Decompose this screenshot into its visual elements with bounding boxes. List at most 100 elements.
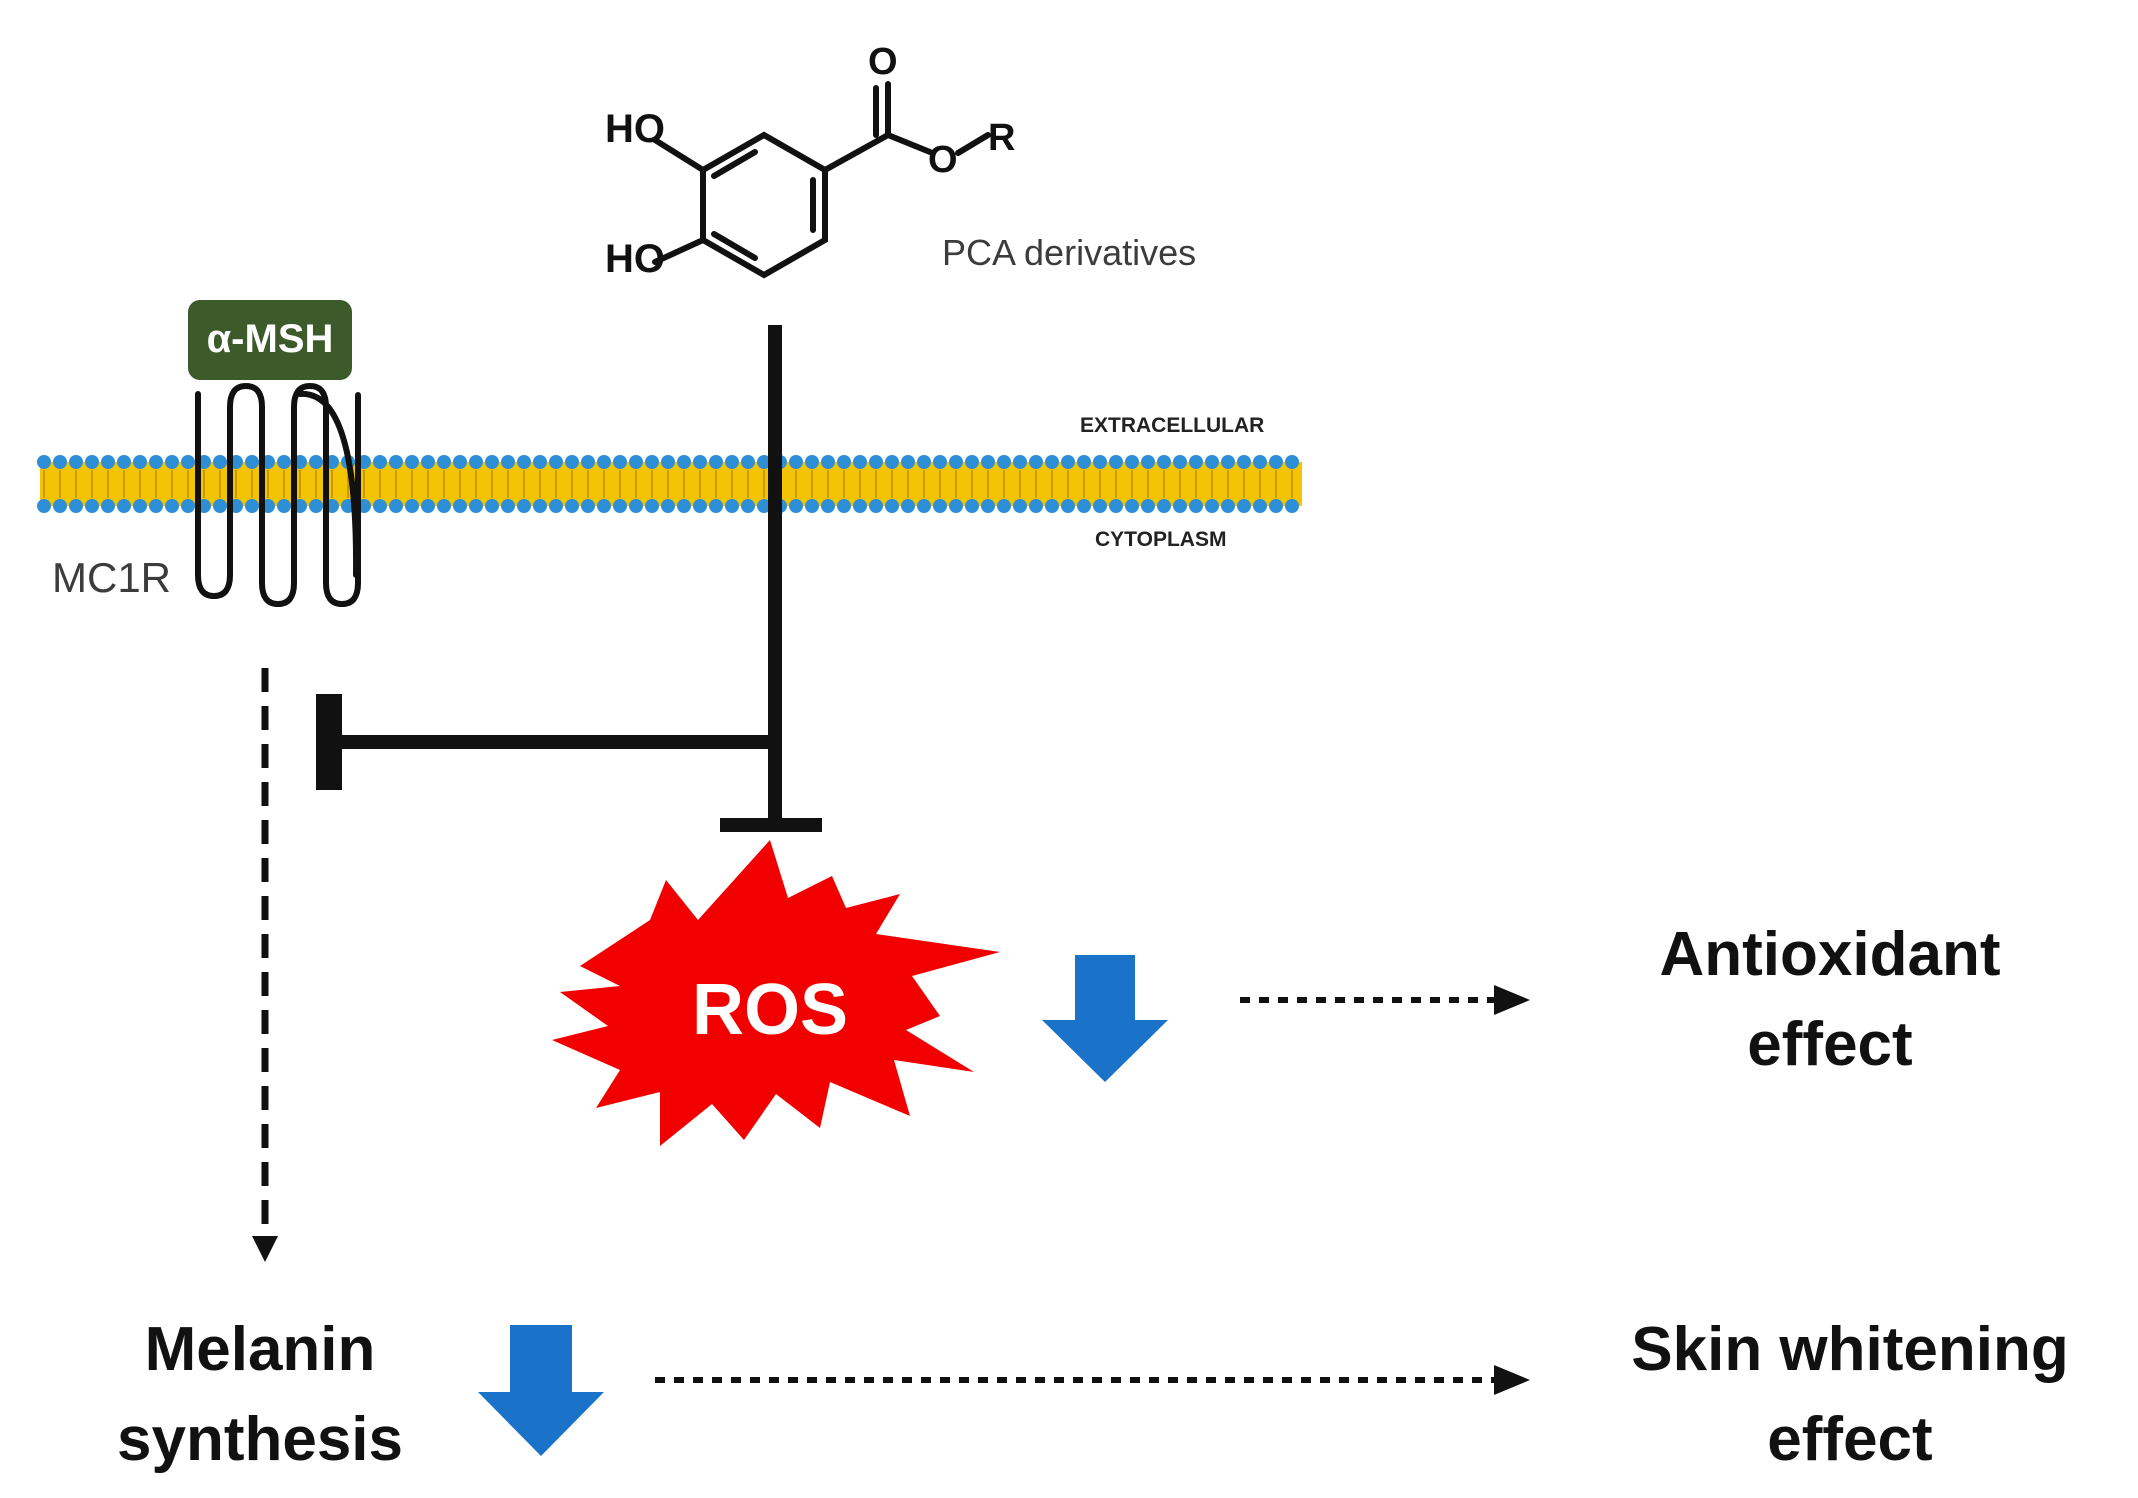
lipid-head (85, 499, 99, 513)
lipid-head (821, 499, 835, 513)
whitening-line2: effect (1767, 1405, 1932, 1474)
lipid-head (1221, 455, 1235, 469)
cell-membrane (37, 455, 1302, 513)
lipid-head (645, 455, 659, 469)
lipid-head (1173, 455, 1187, 469)
lipid-head (1029, 455, 1043, 469)
lipid-head (1061, 455, 1075, 469)
lipid-head (581, 499, 595, 513)
lipid-head (69, 455, 83, 469)
lipid-head (373, 499, 387, 513)
lipid-head (133, 455, 147, 469)
lipid-head (1125, 455, 1139, 469)
lipid-head (789, 455, 803, 469)
lipid-head (629, 455, 643, 469)
lipid-head (1093, 499, 1107, 513)
lipid-head (965, 499, 979, 513)
lipid-head (1189, 499, 1203, 513)
lipid-head (1269, 499, 1283, 513)
lipid-head (1237, 455, 1251, 469)
lipid-head (101, 455, 115, 469)
lipid-head (277, 499, 291, 513)
lipid-tail-layer (40, 462, 1302, 506)
lipid-head (53, 455, 67, 469)
lipid-head (1013, 455, 1027, 469)
lipid-head (725, 455, 739, 469)
lipid-head (517, 499, 531, 513)
antioxidant-arrowhead (1494, 985, 1530, 1015)
lipid-head (1045, 455, 1059, 469)
lipid-head (741, 499, 755, 513)
receptor-helices (195, 382, 361, 608)
lipid-head (453, 455, 467, 469)
lipid-head (1173, 499, 1187, 513)
lipid-head (693, 499, 707, 513)
lipid-head (117, 455, 131, 469)
lipid-head (533, 499, 547, 513)
lipid-head (373, 455, 387, 469)
lipid-heads-inner (37, 499, 1299, 513)
lipid-head (405, 499, 419, 513)
lipid-head (437, 499, 451, 513)
lipid-head (1077, 455, 1091, 469)
lipid-head (1237, 499, 1251, 513)
lipid-head (437, 455, 451, 469)
whitening-arrowhead (1494, 1365, 1530, 1395)
lipid-head (709, 455, 723, 469)
lipid-head (565, 455, 579, 469)
lipid-head (181, 499, 195, 513)
lipid-head (725, 499, 739, 513)
lipid-head (421, 499, 435, 513)
melanin-line2: synthesis (117, 1405, 403, 1474)
lipid-head (85, 455, 99, 469)
lipid-head (677, 499, 691, 513)
lipid-head (389, 455, 403, 469)
ros-decrease-arrow-icon (1042, 955, 1168, 1082)
hydroxyl-top-label: HO (605, 107, 665, 151)
antioxidant-line1: Antioxidant (1660, 920, 2001, 989)
lipid-heads-outer (37, 455, 1299, 469)
lipid-head (421, 455, 435, 469)
lipid-head (853, 499, 867, 513)
lipid-head (645, 499, 659, 513)
lipid-head (997, 455, 1011, 469)
lipid-head (37, 499, 51, 513)
lipid-head (53, 499, 67, 513)
lipid-head (901, 499, 915, 513)
lipid-head (1269, 455, 1283, 469)
lipid-head (501, 455, 515, 469)
lipid-head (245, 499, 259, 513)
lipid-head (1205, 455, 1219, 469)
lipid-head (1141, 499, 1155, 513)
lipid-head (1013, 499, 1027, 513)
lipid-head (613, 455, 627, 469)
lipid-head (933, 499, 947, 513)
antioxidant-line2: effect (1747, 1010, 1912, 1079)
lipid-head (1093, 455, 1107, 469)
lipid-head (309, 455, 323, 469)
inhibition-lines (316, 325, 822, 832)
lipid-head (853, 455, 867, 469)
ester-oxygen-label: O (928, 139, 958, 181)
lipid-head (1205, 499, 1219, 513)
lipid-head (549, 499, 563, 513)
alpha-msh-ligand-box (188, 300, 352, 380)
lipid-head (165, 455, 179, 469)
lipid-head (469, 499, 483, 513)
lipid-head (1157, 499, 1171, 513)
lipid-head (917, 455, 931, 469)
pca-derivatives-label: PCA derivatives (942, 232, 1196, 273)
lipid-head (517, 455, 531, 469)
lipid-head (1157, 455, 1171, 469)
mc1r-receptor (195, 382, 361, 608)
lipid-head (757, 455, 771, 469)
lipid-head (1189, 455, 1203, 469)
lipid-head (757, 499, 771, 513)
lipid-head (149, 455, 163, 469)
lipid-head (885, 499, 899, 513)
lipid-head (821, 455, 835, 469)
lipid-head (805, 499, 819, 513)
lipid-head (869, 499, 883, 513)
lipid-head (309, 499, 323, 513)
